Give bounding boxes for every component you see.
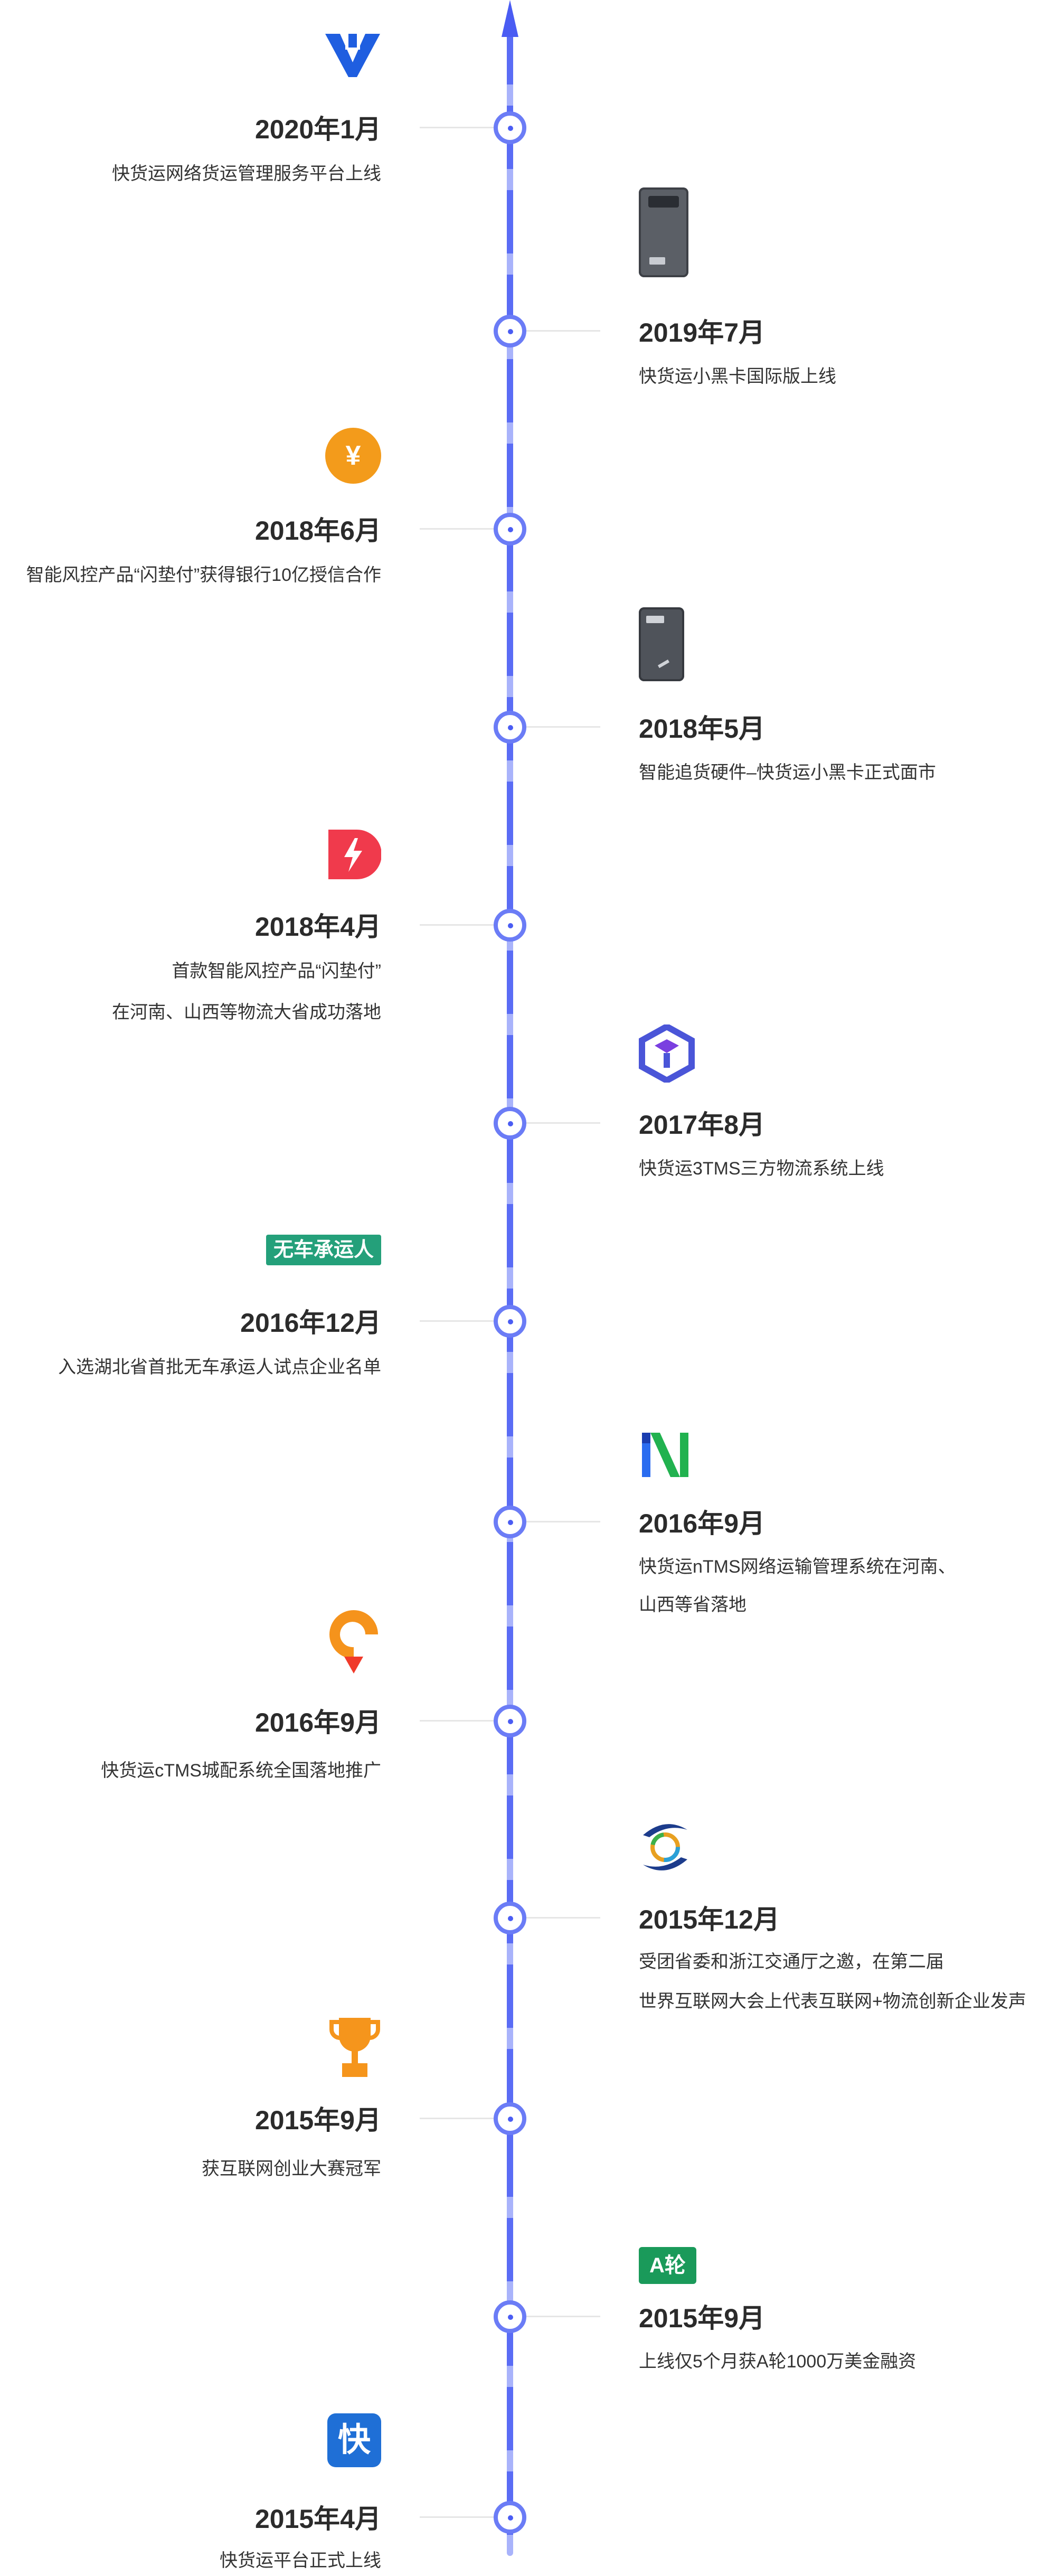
- event-date: 2015年4月: [254, 2504, 381, 2534]
- event-connector: [526, 2316, 600, 2317]
- kuai-logo-icon: 快: [327, 2413, 381, 2467]
- event-date: 2018年5月: [639, 714, 766, 744]
- black-card-device-icon: [639, 187, 688, 277]
- ctms-logo-icon: [326, 1608, 381, 1676]
- event-description: 快货运nTMS网络运输管理系统在河南、: [639, 1557, 956, 1577]
- ntms-logo-icon: [639, 1428, 692, 1481]
- event-description: 快货运cTMS城配系统全国落地推广: [101, 1761, 381, 1781]
- event-connector: [526, 1917, 600, 1919]
- cube-logo-icon: [639, 1024, 695, 1083]
- event-description: 快货运3TMS三方物流系统上线: [639, 1159, 884, 1179]
- timeline-node: [494, 1506, 526, 1538]
- timeline-node: [494, 1902, 526, 1934]
- yuan-coin-icon: ¥: [325, 428, 381, 484]
- event-description: 入选湖北省首批无车承运人试点企业名单: [58, 1357, 381, 1377]
- brand-v-logo-icon: [324, 32, 381, 79]
- carrier-badge-icon: 无车承运人: [266, 1235, 381, 1265]
- event-date: 2015年12月: [639, 1905, 780, 1934]
- event-connector: [420, 528, 494, 530]
- event-connector: [420, 2118, 494, 2119]
- timeline-node: [494, 2300, 526, 2333]
- timeline-event-2019-07: 2019年7月 快货运小黑卡国际版上线: [0, 0, 1049, 387]
- event-description: 智能风控产品“闪垫付”获得银行10亿授信合作: [26, 565, 381, 585]
- timeline-node: [494, 711, 526, 744]
- event-date: 2020年1月: [254, 115, 381, 144]
- event-connector: [526, 330, 600, 332]
- timeline-axis: [507, 21, 513, 2556]
- event-connector: [526, 726, 600, 728]
- timeline-node: [494, 315, 526, 347]
- timeline-node: [494, 2102, 526, 2135]
- event-description: 上线仅5个月获A轮1000万美金融资: [639, 2352, 916, 2372]
- timeline-arrow-icon: [502, 0, 518, 37]
- event-connector: [526, 1521, 600, 1522]
- timeline-node: [494, 1305, 526, 1338]
- event-date: 2016年9月: [639, 1509, 766, 1538]
- event-date: 2015年9月: [639, 2304, 766, 2333]
- event-date: 2016年9月: [254, 1708, 381, 1737]
- event-description: 快货运小黑卡国际版上线: [639, 366, 836, 387]
- event-description: 智能追货硬件–快货运小黑卡正式面市: [639, 763, 936, 783]
- trophy-icon: [328, 2015, 381, 2080]
- event-description-line2: 世界互联网大会上代表互联网+物流创新企业发声: [639, 1991, 1026, 2011]
- event-connector: [420, 127, 494, 128]
- event-connector: [526, 1122, 600, 1124]
- event-connector: [420, 1320, 494, 1322]
- internet-conference-icon: [639, 1819, 692, 1875]
- timeline-node: [494, 2501, 526, 2534]
- event-description: 获互联网创业大赛冠军: [202, 2159, 381, 2179]
- timeline-node: [494, 1705, 526, 1737]
- event-date: 2016年12月: [240, 1308, 381, 1338]
- event-connector: [420, 924, 494, 926]
- flash-pay-icon: [325, 826, 381, 882]
- tracker-device-icon: [639, 607, 684, 681]
- event-description: 首款智能风控产品“闪垫付”: [172, 961, 381, 981]
- event-date: 2017年8月: [639, 1110, 766, 1140]
- event-date: 2015年9月: [254, 2105, 381, 2135]
- event-date: 2019年7月: [639, 318, 766, 347]
- event-connector: [420, 2516, 494, 2518]
- event-description-line2: 山西等省落地: [639, 1595, 746, 1615]
- event-connector: [420, 1720, 494, 1722]
- event-date: 2018年6月: [254, 516, 381, 546]
- event-description: 快货运平台正式上线: [220, 2551, 381, 2571]
- event-description-line2: 在河南、山西等物流大省成功落地: [112, 1002, 381, 1022]
- timeline-node: [494, 513, 526, 546]
- timeline-event-2018-05: 2018年5月 智能追货硬件–快货运小黑卡正式面市: [0, 0, 1049, 783]
- event-date: 2018年4月: [254, 912, 381, 942]
- timeline-node: [494, 111, 526, 144]
- round-a-badge-icon: A轮: [639, 2247, 696, 2284]
- timeline-node: [494, 909, 526, 942]
- timeline-node: [494, 1107, 526, 1140]
- event-description: 受团省委和浙江交通厅之邀，在第二届: [639, 1952, 944, 1972]
- event-description: 快货运网络货运管理服务平台上线: [112, 164, 381, 184]
